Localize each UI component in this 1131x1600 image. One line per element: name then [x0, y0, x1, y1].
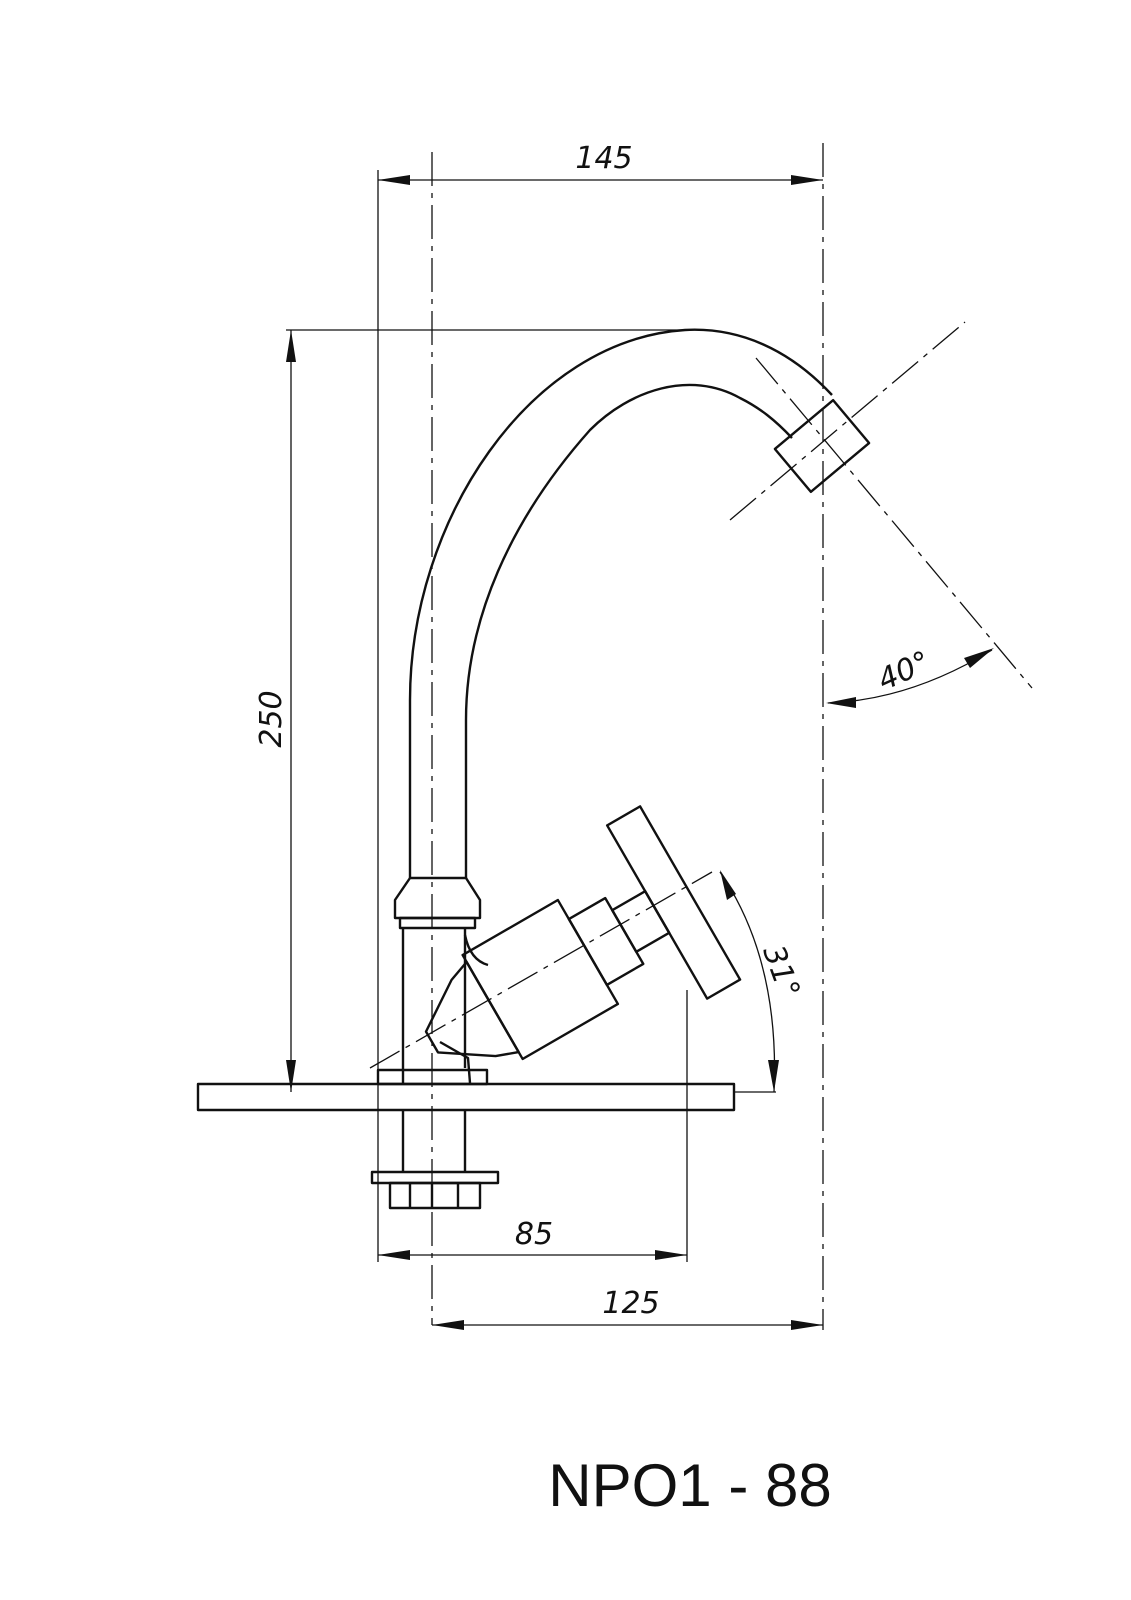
collar-ring: [398, 916, 477, 930]
lock-nut: [388, 1181, 482, 1210]
dim-125-label: 125: [602, 1286, 659, 1321]
dim-31deg-label: 31°: [755, 941, 806, 1003]
dim-125-arrow-right: [791, 1320, 823, 1330]
dim-85-arrow-left: [378, 1250, 410, 1260]
dim-31deg-arrow-top: [720, 870, 736, 900]
dim-125-arrow-left: [432, 1320, 464, 1330]
outlet-axis-line: [729, 321, 966, 521]
outlet-flow-line: [755, 357, 1033, 689]
valve-bonnet-step: [567, 896, 645, 987]
shank: [401, 1110, 467, 1172]
dim-40deg-label: 40°: [873, 645, 936, 699]
spout-outer-edge: [408, 328, 833, 878]
spout-collar: [393, 876, 482, 920]
dim-85-arrow-right: [655, 1250, 687, 1260]
dim-31deg-arrow-bottom: [768, 1060, 779, 1092]
dim-85-label: 85: [515, 1217, 553, 1252]
dim-145-arrow-left: [378, 175, 410, 185]
spout-inner-edge: [464, 383, 793, 878]
dimension-lines: [286, 175, 994, 1330]
countertop-plate: [196, 1082, 736, 1112]
faucet-body: [393, 328, 871, 1084]
handle-axis-line: [369, 871, 713, 1069]
dim-40deg-arrow-right: [964, 648, 994, 668]
valve-stem: [611, 890, 671, 953]
extension-lines: [286, 170, 776, 1262]
lock-nut-faces: [408, 1183, 460, 1208]
cross-handle: [605, 805, 742, 1000]
dim-250-arrow-top: [286, 330, 296, 362]
valve-assembly: [424, 805, 742, 1061]
valve-neck: [439, 934, 489, 1084]
dim-250-label: 250: [254, 690, 289, 747]
dim-145-arrow-right: [791, 175, 823, 185]
body-column: [401, 928, 467, 1083]
mounting: [196, 1068, 736, 1210]
dim-40deg-arrow-left: [826, 697, 856, 708]
valve-bonnet: [461, 898, 620, 1061]
dim-250-arrow-bottom: [286, 1060, 296, 1092]
washer: [370, 1170, 500, 1185]
dimension-labels: 145 250 85 125 40° 31°: [254, 141, 936, 1321]
model-designation: NPO1 - 88: [548, 1452, 831, 1519]
center-lines: [369, 143, 1033, 1330]
aerator: [773, 398, 871, 494]
dim-145-label: 145: [575, 141, 632, 176]
